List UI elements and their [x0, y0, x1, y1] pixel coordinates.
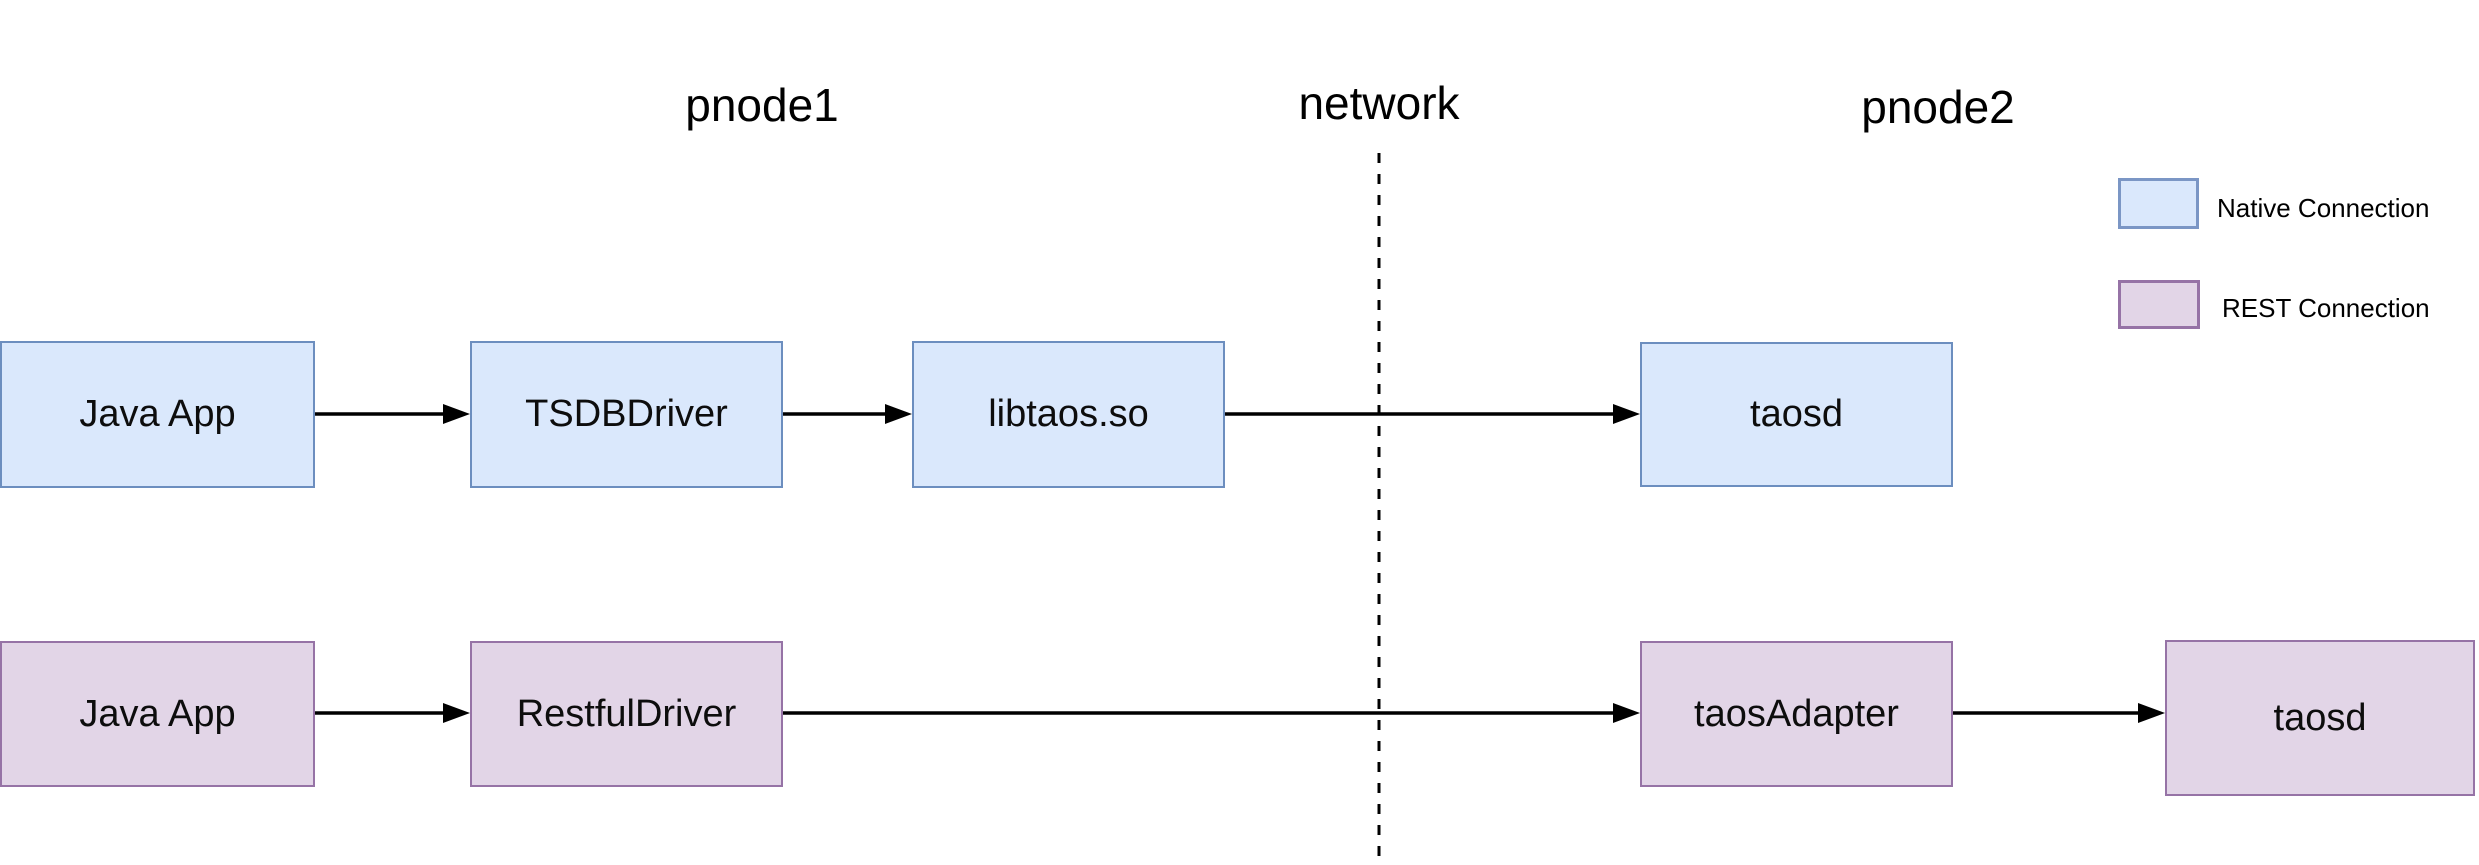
arrow-taosadapter-taosd [1953, 703, 2165, 723]
node-java-app-native: Java App [0, 341, 315, 488]
arrow-libtaos-taosd [1225, 404, 1640, 424]
zone-label-pnode1: pnode1 [685, 79, 839, 131]
node-label: taosAdapter [1694, 692, 1899, 735]
node-java-app-rest: Java App [0, 641, 315, 787]
arrow-restfuldriver-taosadapter [783, 703, 1640, 723]
node-taosd-native: taosd [1640, 342, 1953, 487]
zone-label-network: network [1298, 77, 1460, 129]
node-libtaos-so: libtaos.so [912, 341, 1225, 488]
node-label: Java App [79, 393, 236, 435]
arrow-javaapp-restfuldriver [315, 703, 470, 723]
arrow-tsdbdriver-libtaos [783, 404, 912, 424]
zone-label-pnode2: pnode2 [1861, 81, 2015, 133]
legend-swatch-rest-connection [2118, 280, 2200, 329]
node-label: RestfulDriver [516, 692, 737, 735]
node-label: Java App [79, 692, 236, 735]
node-label: taosd [1750, 393, 1843, 435]
legend-label-native-connection: Native Connection [2217, 193, 2430, 223]
arrow-javaapp-tsdbdriver [314, 404, 470, 424]
node-taosd-rest: taosd [2165, 640, 2475, 796]
legend-label-rest-connection: REST Connection [2222, 293, 2430, 323]
legend-swatch-native-connection [2118, 178, 2199, 229]
node-restfuldriver: RestfulDriver [470, 641, 783, 787]
node-label: libtaos.so [988, 393, 1149, 435]
node-label: TSDBDriver [525, 393, 728, 435]
node-label: taosd [2273, 696, 2367, 739]
node-taosadapter: taosAdapter [1640, 641, 1953, 787]
node-tsdbdriver: TSDBDriver [470, 341, 783, 488]
